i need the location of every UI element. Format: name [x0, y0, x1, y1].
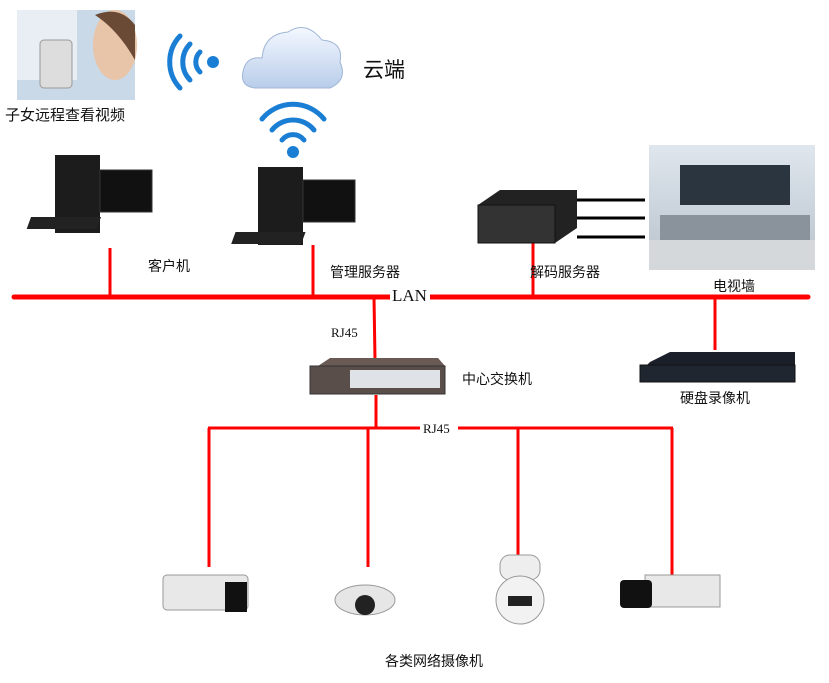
- management-server-icon: [231, 167, 356, 245]
- speed-dome-camera-icon: [495, 554, 545, 625]
- nvr-icon: [639, 352, 796, 383]
- core-switch-icon: [309, 358, 446, 395]
- label-lan: LAN: [392, 286, 427, 305]
- remote-viewer-photo: [17, 10, 137, 100]
- label-rj45-lower: RJ45: [423, 421, 450, 436]
- label-decoder-server: 解码服务器: [530, 265, 600, 281]
- decoder-server-icon: [477, 190, 577, 244]
- switch-uplink: [372, 296, 377, 361]
- dome-camera-icon: [334, 584, 396, 616]
- label-cloud: 云端: [363, 58, 405, 82]
- label-client: 客户机: [148, 259, 190, 275]
- wifi-icon: [167, 33, 219, 91]
- tv-wall-photo: [649, 145, 815, 270]
- label-rj45-upper: RJ45: [331, 325, 358, 340]
- label-cameras: 各类网络摄像机: [385, 654, 483, 670]
- label-nvr: 硬盘录像机: [680, 391, 750, 407]
- wifi-icon-down: [259, 101, 327, 158]
- bullet-camera-icon: [162, 574, 249, 612]
- video-cables: [577, 198, 645, 239]
- label-management-server: 管理服务器: [330, 265, 400, 281]
- label-remote-viewer: 子女远程查看视频: [5, 106, 126, 124]
- label-tv-wall: 电视墙: [713, 279, 755, 295]
- label-core-switch: 中心交换机: [462, 372, 532, 388]
- client-pc-icon: [26, 155, 153, 233]
- cloud-icon: [241, 27, 343, 89]
- box-camera-icon: [620, 574, 721, 608]
